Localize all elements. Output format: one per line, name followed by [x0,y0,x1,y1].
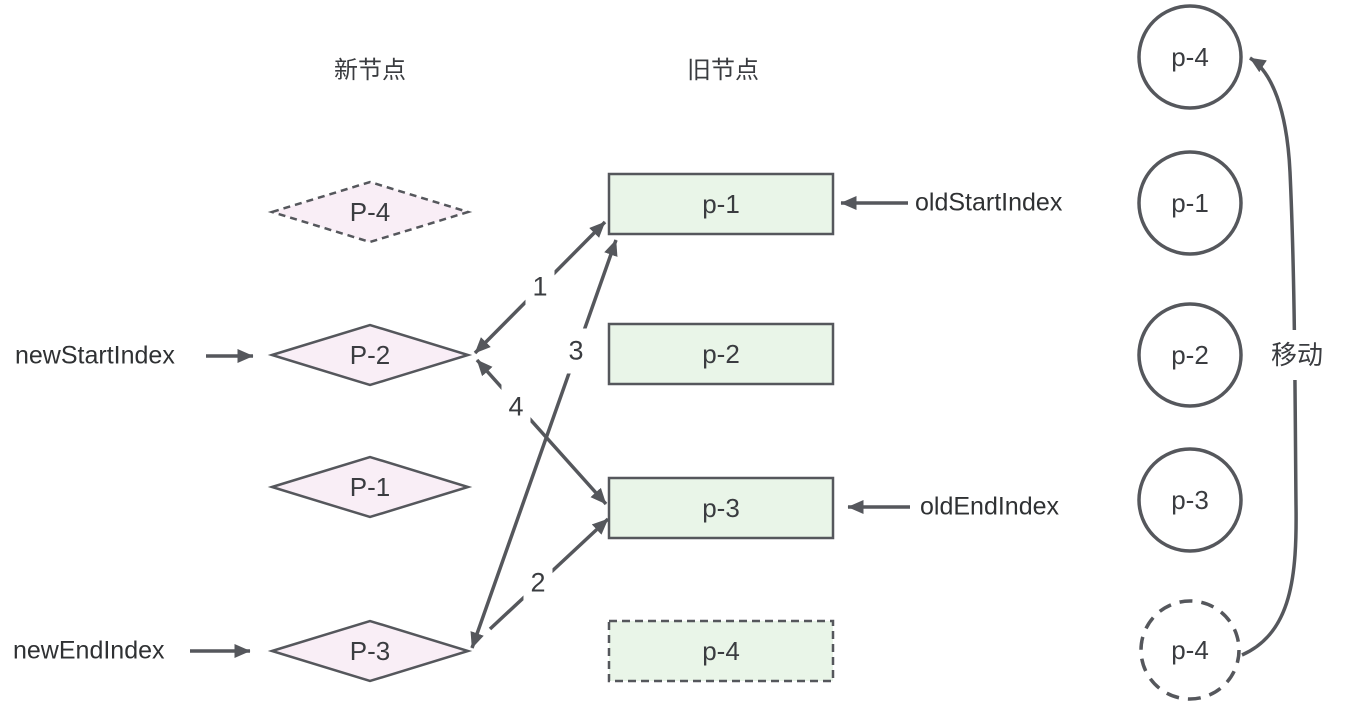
result-node-p4-dashed-label: p-4 [1171,635,1209,665]
new-node-p2-label: P-2 [349,340,391,370]
new-node-p3-diamond [267,619,473,683]
old-column-title: 旧节点 [687,57,759,84]
new-node-p3-label: P-3 [349,636,391,666]
step-4-label: 4 [501,384,531,430]
old-node-p2-box [607,322,835,386]
old-node-p3-label: p-3 [702,493,740,523]
step-2-label: 2 [523,560,553,606]
result-node-p3-circle [1137,447,1243,553]
result-node-p2-label: p-2 [1171,340,1209,370]
result-node-p2-circle [1137,302,1243,408]
result-node-p3-label: p-3 [1171,485,1209,515]
compare-arrow-4 [475,358,608,506]
old-start-index-label: oldStartIndex [915,188,1063,217]
new-node-p1-diamond [267,455,473,519]
old-node-p1-box [607,172,835,236]
result-node-p1-circle [1137,150,1243,256]
new-node-p1-label: P-1 [349,472,391,502]
old-node-p4-box [607,619,835,683]
old-node-p2-label: p-2 [702,339,740,369]
new-node-p4-label: P-4 [349,197,391,227]
new-column-title: 新节点 [334,57,406,84]
old-node-p4-label: p-4 [702,636,740,666]
old-end-index-label: oldEndIndex [920,492,1060,521]
step-1-label: 1 [525,264,555,310]
step-3-label: 3 [561,328,591,374]
move-label: 移动 [1266,330,1328,380]
new-node-p4-diamond [267,180,473,244]
old-node-p1-label: p-1 [702,189,740,219]
result-node-p4-dashed-circle [1139,599,1241,701]
old-node-p3-box [607,476,835,540]
new-end-index-label: newEndIndex [13,636,165,665]
new-start-index-label: newStartIndex [15,341,175,370]
new-node-p2-diamond [267,323,473,387]
result-node-p1-label: p-1 [1171,188,1209,218]
result-node-p4-label: p-4 [1171,42,1209,72]
result-node-p4-circle [1137,4,1243,110]
